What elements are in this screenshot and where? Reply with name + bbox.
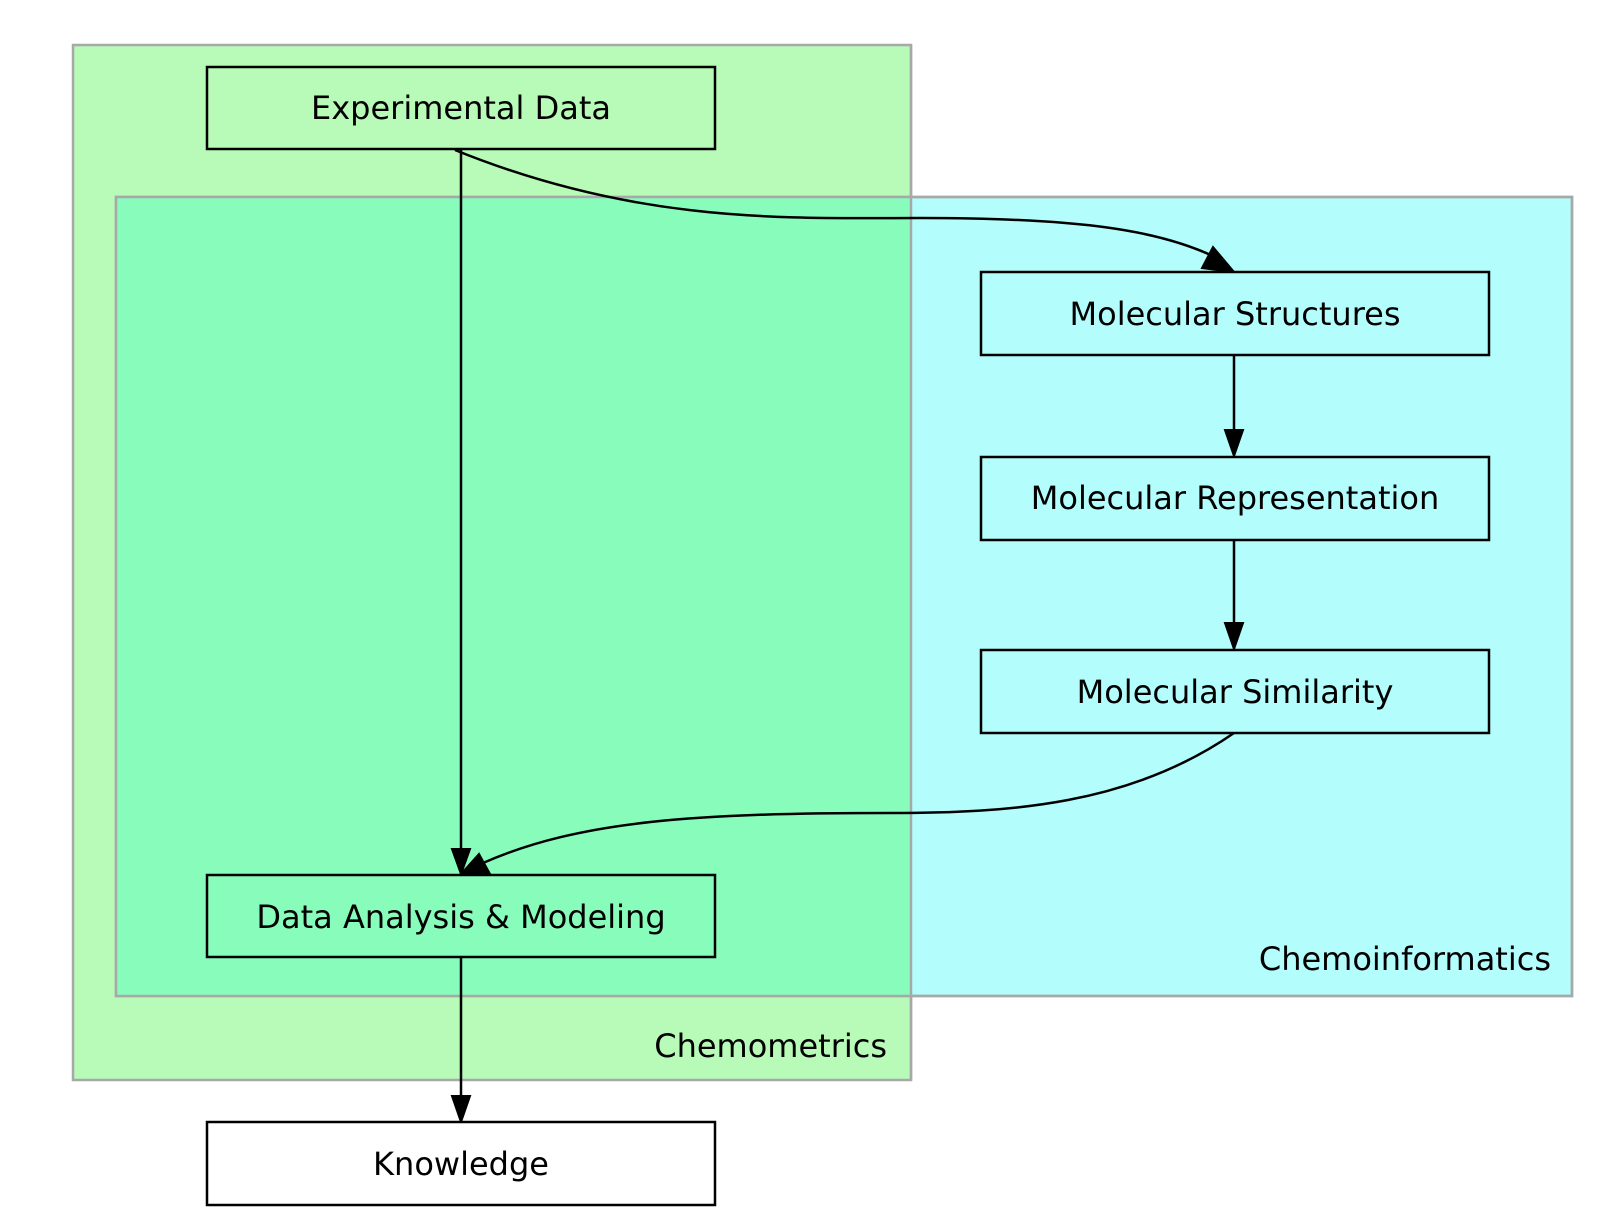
chemometrics-label: Chemometrics <box>654 1027 887 1065</box>
edge-analysis-to-knowledge-arrowhead <box>450 1095 472 1126</box>
node-molecular-structures-label: Molecular Structures <box>1070 295 1401 333</box>
edge-experimental-to-structures-arrowhead <box>1200 245 1237 274</box>
node-experimental-data: Experimental Data <box>205 65 717 151</box>
edge-experimental-to-analysis-arrowhead <box>450 848 472 877</box>
node-molecular-similarity-label: Molecular Similarity <box>1077 673 1394 711</box>
edge-representation-to-similarity-arrowhead <box>1223 622 1245 653</box>
edge-structures-to-representation-arrowhead <box>1223 429 1245 460</box>
node-molecular-representation: Molecular Representation <box>979 455 1491 542</box>
node-molecular-representation-label: Molecular Representation <box>1031 479 1440 517</box>
node-molecular-similarity: Molecular Similarity <box>979 648 1491 735</box>
chemoinformatics-label: Chemoinformatics <box>1259 940 1551 978</box>
edge-experimental-to-structures <box>454 148 1218 260</box>
chemoinformatics-cluster-border <box>114 195 1574 998</box>
cluster-overlap-region <box>116 197 911 996</box>
node-knowledge: Knowledge <box>205 1120 717 1207</box>
node-experimental-data-label: Experimental Data <box>311 89 611 127</box>
node-molecular-structures: Molecular Structures <box>979 270 1491 357</box>
node-knowledge-label: Knowledge <box>373 1145 549 1183</box>
edge-similarity-to-analysis <box>482 731 1235 865</box>
node-data-analysis-modeling-label: Data Analysis & Modeling <box>256 898 665 936</box>
node-data-analysis-modeling: Data Analysis & Modeling <box>205 873 717 959</box>
